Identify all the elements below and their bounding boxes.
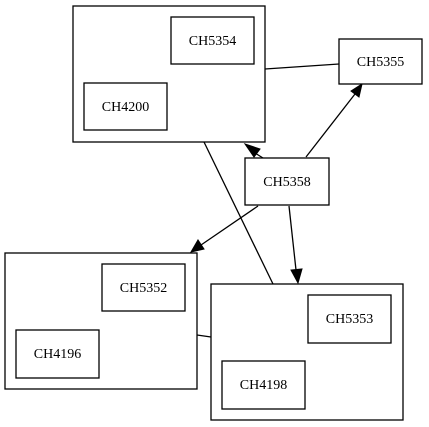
node-ch5353 <box>307 294 392 344</box>
node-ch5352 <box>101 263 186 312</box>
edge-ch5358-ch5352 <box>200 205 259 246</box>
node-ch5355-label: CH5355 <box>357 55 404 70</box>
arrowhead-ch5353 <box>290 268 303 285</box>
arrowhead-ch5354 <box>243 143 261 158</box>
node-ch4196 <box>15 329 100 379</box>
node-ch5358 <box>244 157 330 206</box>
node-ch4198 <box>221 360 306 410</box>
node-ch4196-label: CH4196 <box>34 347 81 362</box>
node-ch4200 <box>83 82 168 131</box>
arrowhead-ch5355 <box>350 82 363 98</box>
arrowhead-ch5352 <box>189 239 205 253</box>
node-ch5353-label: CH5353 <box>326 312 373 327</box>
node-ch4198-label: CH4198 <box>240 378 287 393</box>
node-ch5355 <box>338 38 423 85</box>
edge-ch5358-ch5353 <box>288 205 297 271</box>
edge-ch5358-ch5355 <box>305 93 356 158</box>
edge-ch5354-ch5355 <box>264 63 340 70</box>
node-ch5354-label: CH5354 <box>189 34 236 49</box>
node-ch5358-label: CH5358 <box>263 175 310 190</box>
edge-ch5352-ch5353 <box>196 334 212 338</box>
node-ch5354 <box>170 16 255 65</box>
node-ch5352-label: CH5352 <box>120 281 167 296</box>
node-ch4200-label: CH4200 <box>102 100 149 115</box>
edge-ch4200-ch5353 <box>203 141 274 285</box>
